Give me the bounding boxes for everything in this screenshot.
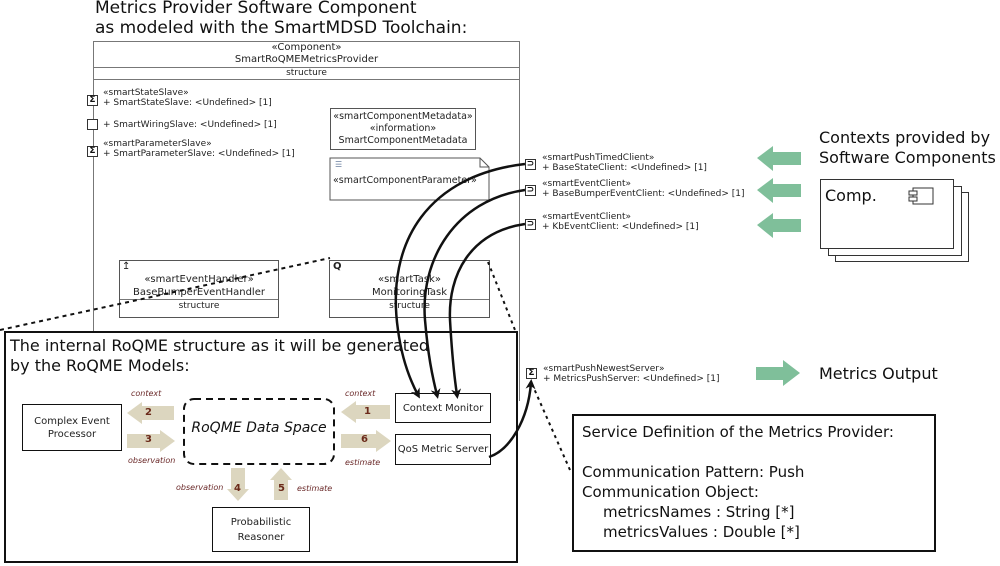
sigma-port-icon[interactable]: Σ <box>87 146 98 157</box>
port-label: + BaseStateClient: <Undefined> [1] <box>542 163 707 173</box>
context-monitor-box[interactable]: Context Monitor <box>395 393 491 423</box>
port-label: + MetricsPushServer: <Undefined> [1] <box>543 374 720 384</box>
base-state-client-port-label: «smartPushTimedClient» + BaseStateClient… <box>542 153 707 173</box>
data-space-label: RoQME Data Space <box>191 420 327 436</box>
green-arrow-right-output <box>756 360 800 386</box>
empty-port-icon[interactable] <box>87 119 98 130</box>
component-name: SmartRoQMEMetricsProvider <box>234 54 379 65</box>
port-stereotype: «smartPushTimedClient» <box>542 153 655 163</box>
flow-label-estimate-5: estimate <box>297 484 333 493</box>
communication-pattern: Communication Pattern: Push <box>582 463 805 481</box>
parameter-slave-port-label: «smartParameterSlave» + SmartParameterSl… <box>103 139 295 159</box>
event-handler-name: BaseBumperEventHandler <box>133 287 265 298</box>
figure-title: Metrics Provider Software Component as m… <box>95 0 467 38</box>
green-arrow-left-1 <box>757 146 801 171</box>
port-label: + SmartParameterSlave: <Undefined> [1] <box>103 149 295 159</box>
green-arrow-left-2 <box>757 178 801 203</box>
context-monitor-label: Context Monitor <box>402 402 484 414</box>
server-port-icon[interactable]: Σ <box>526 368 537 379</box>
component-stereotype: «Component» <box>271 42 342 53</box>
task-compartment: structure <box>330 299 489 312</box>
service-definition-title: Service Definition of the Metrics Provid… <box>582 423 894 441</box>
qos-metric-server-box[interactable]: QoS Metric Server <box>395 434 491 465</box>
flow-number-6: 6 <box>361 434 368 445</box>
handler-icon: ↥ <box>122 261 131 272</box>
port-label: + KbEventClient: <Undefined> [1] <box>542 222 699 232</box>
flow-label-observation-4: observation <box>176 483 224 492</box>
port-label: + BaseBumperEventClient: <Undefined> [1] <box>542 189 745 199</box>
metrics-push-server-port-label: «smartPushNewestServer» + MetricsPushSer… <box>543 364 720 384</box>
bumper-client-port-label: «smartEventClient» + BaseBumperEventClie… <box>542 179 745 199</box>
complex-event-processor-box[interactable]: Complex Event Processor <box>22 404 122 451</box>
roqme-heading-line-1: The internal RoQME structure as it will … <box>10 336 430 355</box>
component-icon <box>908 187 934 205</box>
flow-label-context-1: context <box>345 389 376 398</box>
field-metrics-values: metricsValues : Double [*] <box>603 523 800 541</box>
flow-number-3: 3 <box>145 434 152 445</box>
metadata-stereotype: «smartComponentMetadata» <box>333 111 473 122</box>
component-header: «Component» SmartRoQMEMetricsProvider <box>94 42 519 66</box>
title-line-2: as modeled with the SmartMDSD Toolchain: <box>95 18 468 38</box>
metrics-output-label: Metrics Output <box>819 364 938 383</box>
port-stereotype: «smartStateSlave» <box>103 88 189 98</box>
state-slave-port-label: «smartStateSlave» + SmartStateSlave: <Un… <box>103 88 272 108</box>
field-metrics-names: metricsNames : String [*] <box>603 503 795 521</box>
sigma-port-icon[interactable]: Σ <box>87 95 98 106</box>
port-stereotype: «smartPushNewestServer» <box>543 364 665 374</box>
flow-number-1: 1 <box>364 406 371 417</box>
contexts-label: Contexts provided by Software Components <box>819 128 996 168</box>
port-label: + SmartStateSlave: <Undefined> [1] <box>103 98 272 108</box>
callout-port-to-service <box>531 383 571 471</box>
monitoring-task-box[interactable]: Q «smartTask» MonitoringTask structure <box>329 260 490 318</box>
roqme-heading-line-2: by the RoQME Models: <box>10 356 190 375</box>
component-divider-2 <box>94 79 519 80</box>
port-stereotype: «smartEventClient» <box>542 212 632 222</box>
flow-number-4: 4 <box>234 483 241 494</box>
green-arrow-left-3 <box>757 213 801 238</box>
reasoner-line-1: Probabilistic <box>230 516 292 528</box>
list-icon: ☰ <box>335 160 343 169</box>
port-stereotype: «smartParameterSlave» <box>103 139 212 149</box>
task-name: MonitoringTask <box>371 287 448 298</box>
reasoner-line-2: Reasoner <box>237 531 285 543</box>
kb-event-client-port-label: «smartEventClient» + KbEventClient: <Und… <box>542 212 699 232</box>
task-icon: Q <box>333 261 342 272</box>
title-line-1: Metrics Provider Software Component <box>95 0 417 18</box>
client-port-icon[interactable]: ⊃ <box>525 185 536 196</box>
metadata-name: SmartComponentMetadata <box>338 135 468 146</box>
contexts-line-1: Contexts provided by <box>819 128 991 147</box>
qos-metric-server-label: QoS Metric Server <box>397 444 489 455</box>
communication-object: Communication Object: <box>582 483 759 501</box>
port-label: + SmartWiringSlave: <Undefined> [1] <box>103 120 277 130</box>
event-handler-compartment: structure <box>120 299 278 312</box>
cep-line-2: Processor <box>47 428 97 440</box>
component-metadata-box[interactable]: «smartComponentMetadata» «information» S… <box>330 108 476 150</box>
software-component-card[interactable]: Comp. <box>820 179 954 249</box>
client-port-icon[interactable]: ⊃ <box>525 159 536 170</box>
event-handler-stereotype: «smartEventHandler» <box>144 274 254 285</box>
flow-number-5: 5 <box>278 483 285 494</box>
cep-line-1: Complex Event <box>34 415 110 427</box>
event-handler-box[interactable]: ↥ «smartEventHandler» BaseBumperEventHan… <box>119 260 279 318</box>
port-stereotype: «smartEventClient» <box>542 179 632 189</box>
component-compartment: structure <box>286 68 327 78</box>
roqme-heading: The internal RoQME structure as it will … <box>10 336 429 376</box>
flow-label-observation-3: observation <box>128 456 176 465</box>
task-stereotype: «smartTask» <box>378 274 441 285</box>
flow-label-estimate-6: estimate <box>345 458 381 467</box>
metadata-information: «information» <box>369 123 437 134</box>
contexts-line-2: Software Components <box>819 148 996 167</box>
component-parameter-label[interactable]: «smartComponentParameter» <box>333 175 477 186</box>
component-divider <box>94 67 519 68</box>
service-definition-box: Service Definition of the Metrics Provid… <box>572 414 936 552</box>
flow-number-2: 2 <box>145 407 152 418</box>
client-port-icon[interactable]: ⊃ <box>525 219 536 230</box>
probabilistic-reasoner-box[interactable]: Probabilistic Reasoner <box>212 507 310 552</box>
wiring-slave-port-label: + SmartWiringSlave: <Undefined> [1] <box>103 120 277 130</box>
flow-label-context-2: context <box>131 389 162 398</box>
comp-label: Comp. <box>825 186 877 205</box>
